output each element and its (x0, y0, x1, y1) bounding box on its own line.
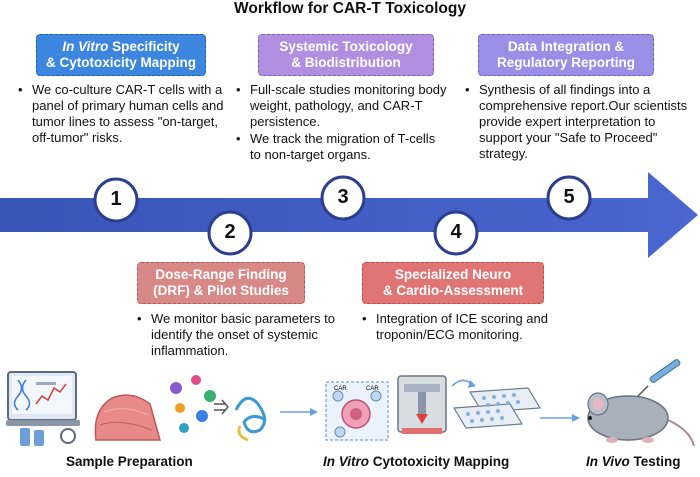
step-1-bullet-1: We co-culture CAR-T cells with a panel o… (18, 82, 228, 146)
step-5-bullets: Synthesis of all findings into a compreh… (465, 82, 695, 163)
car-label-2: CAR (366, 386, 379, 392)
caption-invivo-italic: In Vivo (586, 454, 630, 469)
step-number-4: 4 (450, 221, 462, 243)
step-1-title-line2: & Cytotoxicity Mapping (45, 55, 196, 70)
step-5-bullet-1: Synthesis of all findings into a compreh… (465, 82, 695, 162)
car-cell-dish-illustration: CAR CAR (325, 381, 389, 441)
step-title-box-1: In Vitro Specificity & Cytotoxicity Mapp… (36, 34, 206, 76)
step-circle-1 (93, 177, 139, 223)
step-5-title-line1: Data Integration & (507, 39, 625, 54)
step-2-bullets: We monitor basic parameters to identify … (137, 311, 347, 360)
step-circle-5 (546, 175, 592, 221)
step-3-title-line1: Systemic Toxicology (279, 39, 413, 54)
caption-cyto-rest: Cytotoxicity Mapping (369, 454, 510, 469)
molecules-illustration (170, 375, 229, 433)
step-number-3: 3 (337, 186, 349, 208)
step-3-bullets: Full-scale studies monitoring body weigh… (236, 82, 448, 164)
tissue-illustration (94, 394, 161, 441)
step-circle-4 (433, 210, 479, 256)
car-label-1: CAR (334, 386, 347, 392)
step-1-bullets: We co-culture CAR-T cells with a panel o… (18, 82, 228, 147)
step-number-5: 5 (563, 186, 575, 208)
step-title-box-3: Systemic Toxicology & Biodistribution (258, 34, 434, 76)
step-4-bullet-1: Integration of ICE scoring and troponin/… (362, 311, 582, 343)
step-number-1: 1 (110, 188, 122, 210)
well-plate-illustration (452, 387, 580, 429)
monitor-illustration (6, 371, 80, 446)
step-5-title-line2: Regulatory Reporting (496, 55, 635, 70)
caption-invivo-rest: Testing (629, 454, 681, 469)
lab-machine-illustration (397, 375, 476, 434)
diagram-title: Workflow for CAR-T Toxicology (234, 0, 466, 17)
step-3-bullet-1: Full-scale studies monitoring body weigh… (236, 82, 448, 130)
step-4-bullets: Integration of ICE scoring and troponin/… (362, 311, 582, 344)
step-2-title-line2: (DRF) & Pilot Studies (153, 283, 289, 298)
mouse-illustration (587, 359, 695, 447)
step-title-box-4: Specialized Neuro & Cardio-Assessment (362, 262, 544, 304)
step-4-title-line2: & Cardio-Assessment (382, 283, 524, 298)
step-1-title-line1: Specificity (108, 39, 180, 54)
step-circle-3 (320, 175, 366, 221)
step-title-box-5: Data Integration & Regulatory Reporting (478, 34, 654, 76)
step-4-title-line1: Specialized Neuro (394, 267, 512, 282)
step-2-title-line1: Dose-Range Finding (155, 267, 287, 282)
step-3-title-line2: & Biodistribution (291, 55, 401, 70)
step-number-2: 2 (224, 221, 236, 243)
step-2-bullet-1: We monitor basic parameters to identify … (137, 311, 347, 359)
step-circle-2 (207, 210, 253, 256)
step-3-bullet-2: We track the migration of T-cells to non… (236, 131, 448, 163)
protein-illustration (234, 396, 318, 442)
step-title-box-2: Dose-Range Finding (DRF) & Pilot Studies (137, 262, 305, 304)
caption-in-vitro-cytotoxicity: In Vitro Cytotoxicity Mapping (323, 454, 509, 469)
caption-cyto-italic: In Vitro (323, 454, 369, 469)
caption-sample-preparation: Sample Preparation (66, 454, 193, 469)
caption-in-vivo-testing: In Vivo Testing (586, 454, 681, 469)
step-1-title-italic: In Vitro (62, 39, 109, 54)
